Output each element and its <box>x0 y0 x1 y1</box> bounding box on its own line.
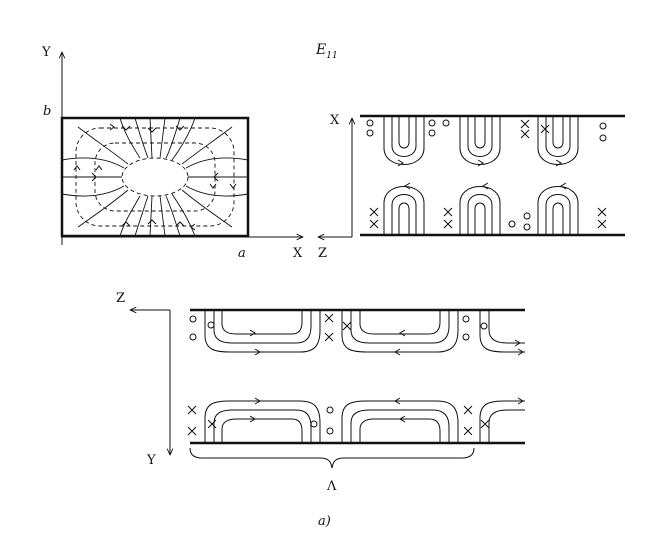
wavelength-label: Λ <box>326 479 337 494</box>
cross-section-panel: Y X b a <box>41 45 303 261</box>
dimension-b-label: b <box>43 104 51 119</box>
field-direction-arrows <box>73 123 237 231</box>
side-field-loops <box>383 116 579 235</box>
side-view-panel: X Z <box>318 113 625 261</box>
top-view-panel: Z Y <box>116 291 525 494</box>
side-view-x-axis-label: X <box>330 113 340 128</box>
cross-section-x-axis-label: X <box>293 246 303 261</box>
mode-label: E11 <box>315 42 338 61</box>
electric-field-lines <box>61 117 249 237</box>
top-view-y-axis-label: Y <box>146 453 156 468</box>
top-field-loops <box>204 310 525 443</box>
top-view-z-axis-label: Z <box>116 291 125 306</box>
side-view-z-axis-label: Z <box>318 246 327 261</box>
top-symbols <box>187 313 490 436</box>
top-arrows <box>249 329 524 423</box>
dimension-a-label: a <box>238 246 246 261</box>
side-arrows <box>397 159 567 190</box>
cross-section-y-axis-label: Y <box>41 45 51 60</box>
wavelength-brace <box>189 447 475 469</box>
figure-caption: a) <box>318 514 331 529</box>
